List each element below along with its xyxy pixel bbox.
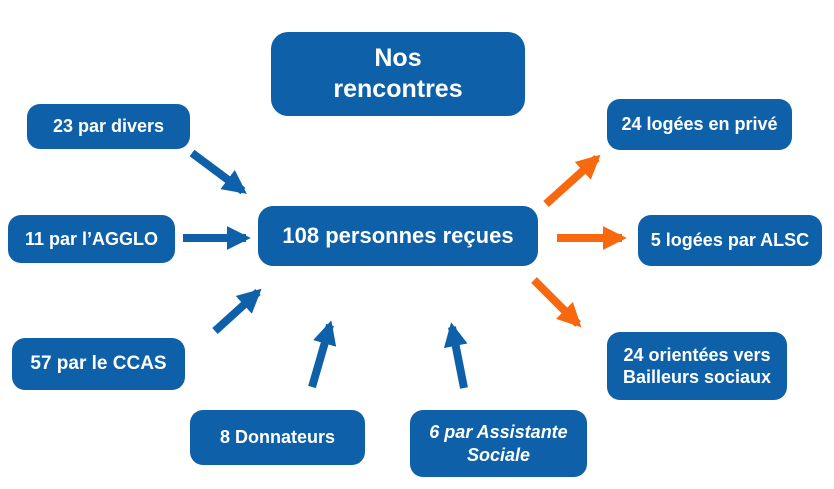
source-node-label: 6 par Assistante Sociale [429, 422, 568, 465]
source-node-donnateurs: 8 Donnateurs [190, 410, 365, 465]
arrow-assistante-to-center [443, 322, 468, 389]
arrow-center-to-prive [543, 154, 601, 207]
source-node-label: 57 par le CCAS [30, 353, 167, 375]
source-node-label: 8 Donnateurs [219, 427, 336, 448]
source-node-assistante-sociale: 6 par Assistante Sociale [410, 410, 587, 477]
outcome-node-label: 5 logées par ALSC [650, 230, 810, 251]
title-label: Nos rencontres [333, 43, 463, 103]
source-node-label: 11 par l’AGGLO [24, 228, 159, 249]
arrow-center-to-bailleurs [531, 277, 582, 328]
source-node-agglo: 11 par l’AGGLO [8, 215, 175, 263]
source-node-label: 23 par divers [52, 116, 165, 137]
source-node-ccas: 57 par le CCAS [12, 338, 185, 390]
outcome-node-logees-prive: 24 logées en privé [607, 99, 792, 150]
outcome-node-logees-alsc: 5 logées par ALSC [638, 215, 822, 266]
center-node-personnes-recues: 108 personnes reçues [258, 206, 538, 266]
outcome-node-label: 24 orientées vers Bailleurs sociaux [622, 344, 772, 388]
arrow-donnateurs-to-center [308, 320, 337, 389]
outcome-node-label: 24 logées en privé [621, 114, 778, 135]
center-node-label: 108 personnes reçues [282, 223, 514, 249]
arrow-divers-to-center [189, 149, 247, 195]
arrow-ccas-to-center [212, 288, 262, 334]
source-node-divers: 23 par divers [27, 104, 190, 149]
outcome-node-bailleurs-sociaux: 24 orientées vers Bailleurs sociaux [607, 332, 787, 400]
title-node: Nos rencontres [271, 32, 525, 116]
